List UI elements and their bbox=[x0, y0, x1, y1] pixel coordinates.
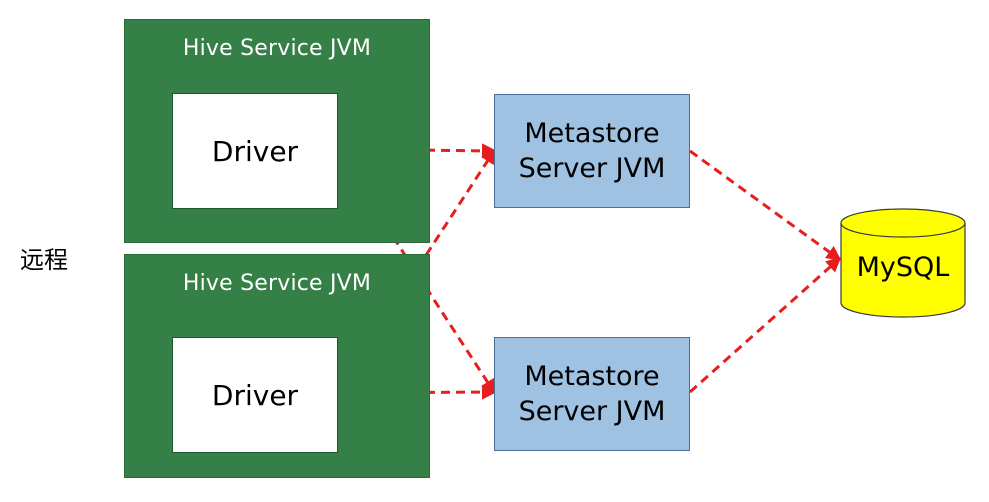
metastore-label-line2: Server JVM bbox=[518, 396, 666, 427]
metastore-label-line1: Metastore bbox=[524, 361, 660, 392]
metastore-label-line1: Metastore bbox=[524, 118, 660, 149]
driver-box: Driver bbox=[172, 93, 338, 209]
remote-mode-label: 远程 bbox=[20, 246, 68, 274]
metastore-server-box-1: Metastore Server JVM bbox=[494, 94, 690, 208]
hive-service-box-1: Hive Service JVM Driver bbox=[124, 19, 430, 243]
mysql-label: MySQL bbox=[856, 252, 950, 283]
mysql-cylinder-top bbox=[840, 208, 966, 238]
driver-box: Driver bbox=[172, 337, 338, 453]
mysql-cylinder-body bbox=[840, 223, 966, 318]
mysql-cylinder bbox=[840, 208, 966, 318]
hive-service-title: Hive Service JVM bbox=[182, 271, 372, 296]
hive-service-title: Hive Service JVM bbox=[182, 36, 372, 61]
metastore-server-box-2: Metastore Server JVM bbox=[494, 337, 690, 451]
connector-metastore1-to-mysql bbox=[689, 149, 842, 261]
connector-metastore2-to-mysql bbox=[689, 257, 842, 394]
metastore-label-line2: Server JVM bbox=[518, 153, 666, 184]
hive-service-box-2: Hive Service JVM Driver bbox=[124, 254, 430, 478]
